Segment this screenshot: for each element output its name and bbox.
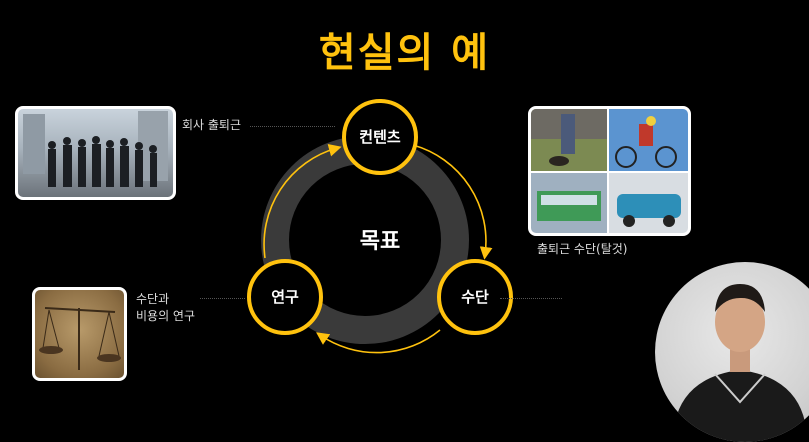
node-research: 연구 bbox=[249, 261, 321, 333]
node-means-label: 수단 bbox=[461, 288, 489, 306]
transport-leader-line bbox=[500, 298, 562, 299]
commute-caption: 회사 출퇴근 bbox=[182, 117, 241, 134]
cost-caption: 수단과 비용의 연구 bbox=[136, 291, 195, 325]
goal-label: 목표 bbox=[360, 229, 400, 254]
node-content: 컨텐츠 bbox=[344, 101, 416, 173]
cost-leader-line bbox=[200, 298, 245, 299]
transport-collage bbox=[528, 106, 691, 236]
transport-illustration bbox=[531, 109, 688, 233]
node-research-label: 연구 bbox=[271, 288, 299, 306]
transport-caption: 출퇴근 수단(탈것) bbox=[537, 241, 627, 258]
commuters-photo bbox=[15, 106, 176, 200]
commuters-illustration bbox=[18, 109, 173, 197]
balance-scale-photo bbox=[32, 287, 127, 381]
balance-scale-illustration bbox=[35, 290, 124, 378]
node-content-label: 컨텐츠 bbox=[359, 128, 401, 146]
node-means: 수단 bbox=[439, 261, 511, 333]
commute-leader-line bbox=[250, 126, 335, 127]
